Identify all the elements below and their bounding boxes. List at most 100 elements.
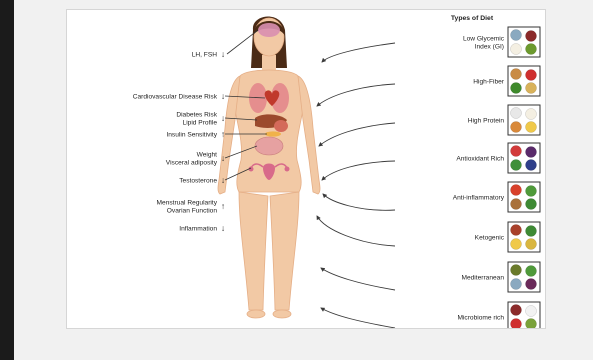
vegetables-icon (526, 266, 537, 277)
diet-row: Mediterranean (461, 262, 540, 292)
cheese-icon (511, 239, 522, 250)
right-leg (270, 192, 299, 310)
diet-row: Microbiome rich (457, 302, 540, 328)
left-foot (247, 310, 265, 318)
olive-icon (511, 265, 522, 276)
arrow-ketogenic (317, 216, 395, 246)
effect-item: ↓ Inflammation (179, 223, 225, 233)
greens-icon (511, 160, 522, 171)
effect-direction: ↓ (221, 113, 225, 123)
arrow-microbiome (321, 308, 395, 328)
arrow-mediterranean (321, 268, 395, 290)
fish-icon (511, 279, 522, 290)
effect-direction: ↓ (221, 223, 225, 233)
stomach-organ (274, 120, 288, 132)
avocado-icon (526, 44, 537, 55)
neck (262, 55, 276, 71)
left-leg (239, 192, 268, 310)
effect-direction: ↓ (221, 153, 225, 163)
apple-icon (511, 319, 522, 329)
egg-icon (511, 44, 522, 55)
grain-icon (526, 83, 537, 94)
diet-label: High-Fiber (473, 79, 505, 86)
cheese-icon (526, 122, 537, 133)
cucumber-icon (511, 83, 522, 94)
effect-label: Weight (197, 152, 218, 159)
strawberry-icon (511, 146, 522, 157)
arrow-high-fiber (317, 84, 395, 106)
right-ovary (285, 167, 290, 172)
effect-label: Visceral adiposity (166, 160, 218, 167)
female-body-illustration (218, 16, 320, 318)
effect-item: ↑ Insulin Sensitivity (166, 129, 225, 139)
window-edge (0, 0, 14, 360)
yogurt-icon (526, 306, 537, 317)
effect-item: ↓LH, FSH (192, 49, 225, 59)
effect-label: Menstrual Regularity (157, 200, 218, 207)
diet-row: High Protein (468, 105, 540, 135)
diet-types-header: Types of Diet (451, 15, 494, 22)
berries-icon (526, 147, 537, 158)
effect-direction: ↓ (221, 91, 225, 101)
right-foot (273, 310, 291, 318)
diet-label: Ketogenic (475, 235, 505, 242)
diet-label: Mediterranean (461, 275, 504, 282)
effect-direction: ↓ (221, 175, 225, 185)
milk-icon (511, 108, 522, 119)
chicken-icon (511, 122, 522, 133)
intestines-organ (255, 137, 283, 155)
effect-direction: ↑ (221, 129, 225, 139)
effect-label: Diabetes Risk (176, 112, 217, 119)
diet-label: High Protein (468, 118, 505, 125)
grapes-icon (526, 279, 537, 290)
brain-organ (258, 23, 280, 37)
diet-effects-figure: ↓LH, FSH↓Cardiovascular Disease Risk↓Dia… (66, 9, 546, 329)
effect-label: Insulin Sensitivity (166, 132, 217, 139)
vegetables-icon (526, 186, 537, 197)
arrow-high-protein (319, 123, 395, 146)
beans-icon (526, 31, 537, 42)
bread-icon (511, 69, 522, 80)
diet-row: High-Fiber (473, 66, 540, 96)
oil-icon (526, 239, 537, 250)
effect-label: Inflammation (179, 226, 217, 233)
effect-direction: ↓ (221, 49, 225, 59)
egg-icon (526, 109, 537, 120)
diet-row: Ketogenic (475, 222, 540, 252)
health-effects-list: ↓LH, FSH↓Cardiovascular Disease Risk↓Dia… (133, 49, 225, 233)
broccoli-icon (526, 199, 537, 210)
effect-label: LH, FSH (192, 52, 218, 59)
diet-arrows (317, 43, 395, 328)
pancreas-organ (265, 131, 281, 136)
broccoli-icon (526, 226, 537, 237)
effect-item: ↓Cardiovascular Disease Risk (133, 91, 225, 101)
diet-label: Antioxidant Rich (456, 156, 504, 163)
diet-row: Anti-inflammatory (453, 182, 540, 212)
effect-label: Testosterone (179, 178, 217, 185)
diet-label: Anti-inflammatory (453, 195, 505, 202)
effect-label: Ovarian Function (167, 208, 218, 215)
effect-label: Cardiovascular Disease Risk (133, 94, 218, 101)
meat-icon (511, 225, 522, 236)
nuts-icon (511, 199, 522, 210)
diet-label: Low Glycemic (463, 36, 505, 43)
effect-label: Lipid Profile (183, 120, 218, 127)
apple-icon (526, 70, 537, 81)
blueberry-icon (526, 160, 537, 171)
effect-direction: ↑ (221, 201, 225, 211)
arrow-antioxidant (322, 161, 395, 180)
right-arm (298, 76, 320, 194)
kiwi-icon (526, 319, 537, 329)
diet-label: Microbiome rich (457, 315, 504, 322)
diet-row: Antioxidant Rich (456, 143, 540, 173)
arrow-low-gi (322, 43, 395, 62)
diet-label: Index (GI) (475, 44, 504, 51)
beans-icon (511, 305, 522, 316)
fish-icon (511, 30, 522, 41)
tomato-icon (511, 185, 522, 196)
